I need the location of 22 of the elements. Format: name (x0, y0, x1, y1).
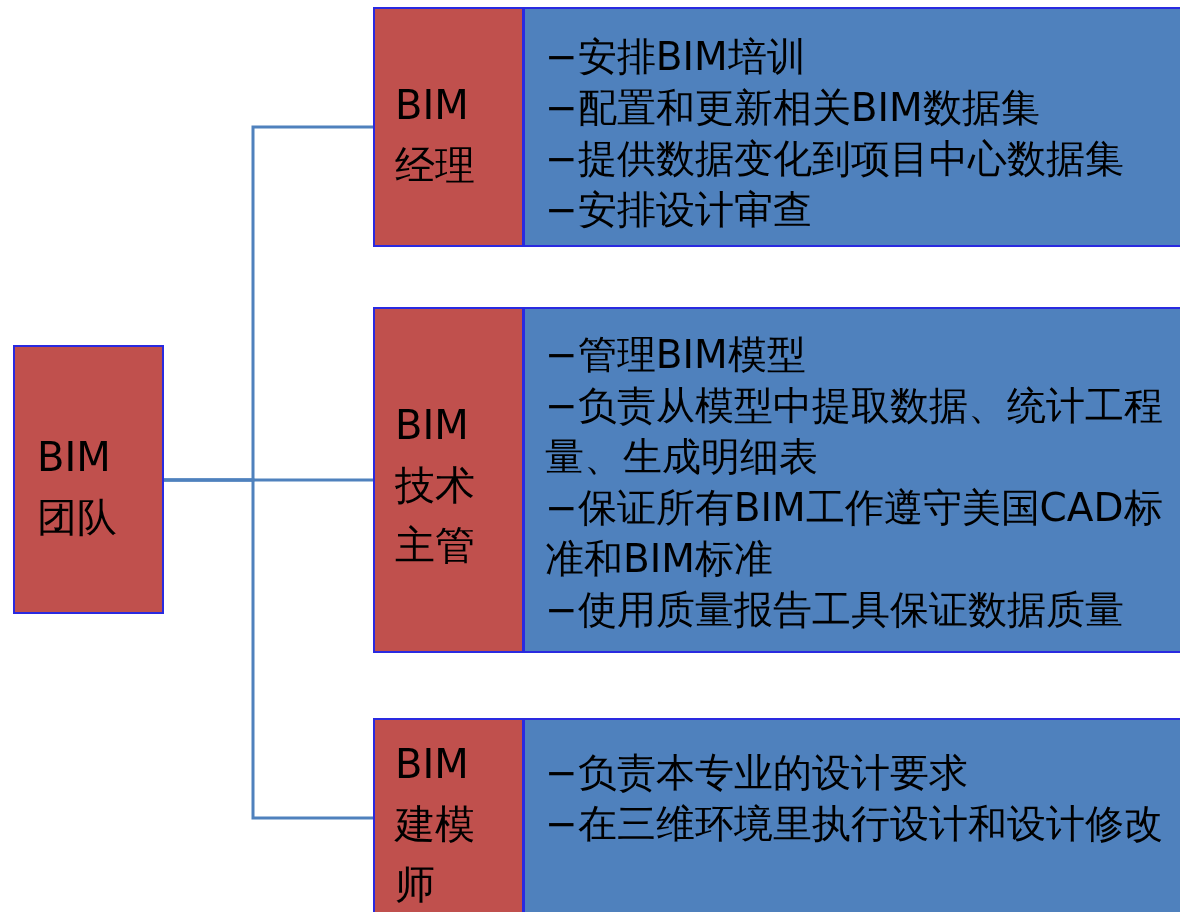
duty-item: −提供数据变化到项目中心数据集 (545, 135, 1125, 183)
duty-box (523, 718, 1180, 912)
duty-item: −安排BIM培训 (545, 33, 807, 81)
duty-item: −配置和更新相关BIM数据集 (545, 84, 1041, 132)
role-title: BIM技术主管 (395, 401, 476, 570)
duty-item: −安排设计审查 (545, 186, 813, 234)
connector-line (164, 478, 373, 820)
duty-item: −负责本专业的设计要求 (545, 749, 969, 797)
role-box (373, 307, 524, 653)
duty-box (523, 307, 1180, 653)
duty-box (523, 7, 1180, 247)
duty-item: −负责从模型中提取数据、统计工程量、生成明细表 (545, 382, 1164, 481)
role-box (373, 7, 524, 247)
duty-item: −在三维环境里执行设计和设计修改 (545, 800, 1164, 848)
duty-item: −管理BIM模型 (545, 331, 807, 379)
duty-item: −保证所有BIM工作遵守美国CAD标准和BIM标准 (545, 484, 1164, 583)
role-title: BIM经理 (395, 81, 476, 190)
role-box (13, 345, 164, 614)
role-title: BIM建模师 (395, 740, 476, 909)
role-box (373, 718, 524, 912)
duty-item: −使用质量报告工具保证数据质量 (545, 586, 1125, 634)
role-title: BIM团队 (37, 433, 118, 542)
